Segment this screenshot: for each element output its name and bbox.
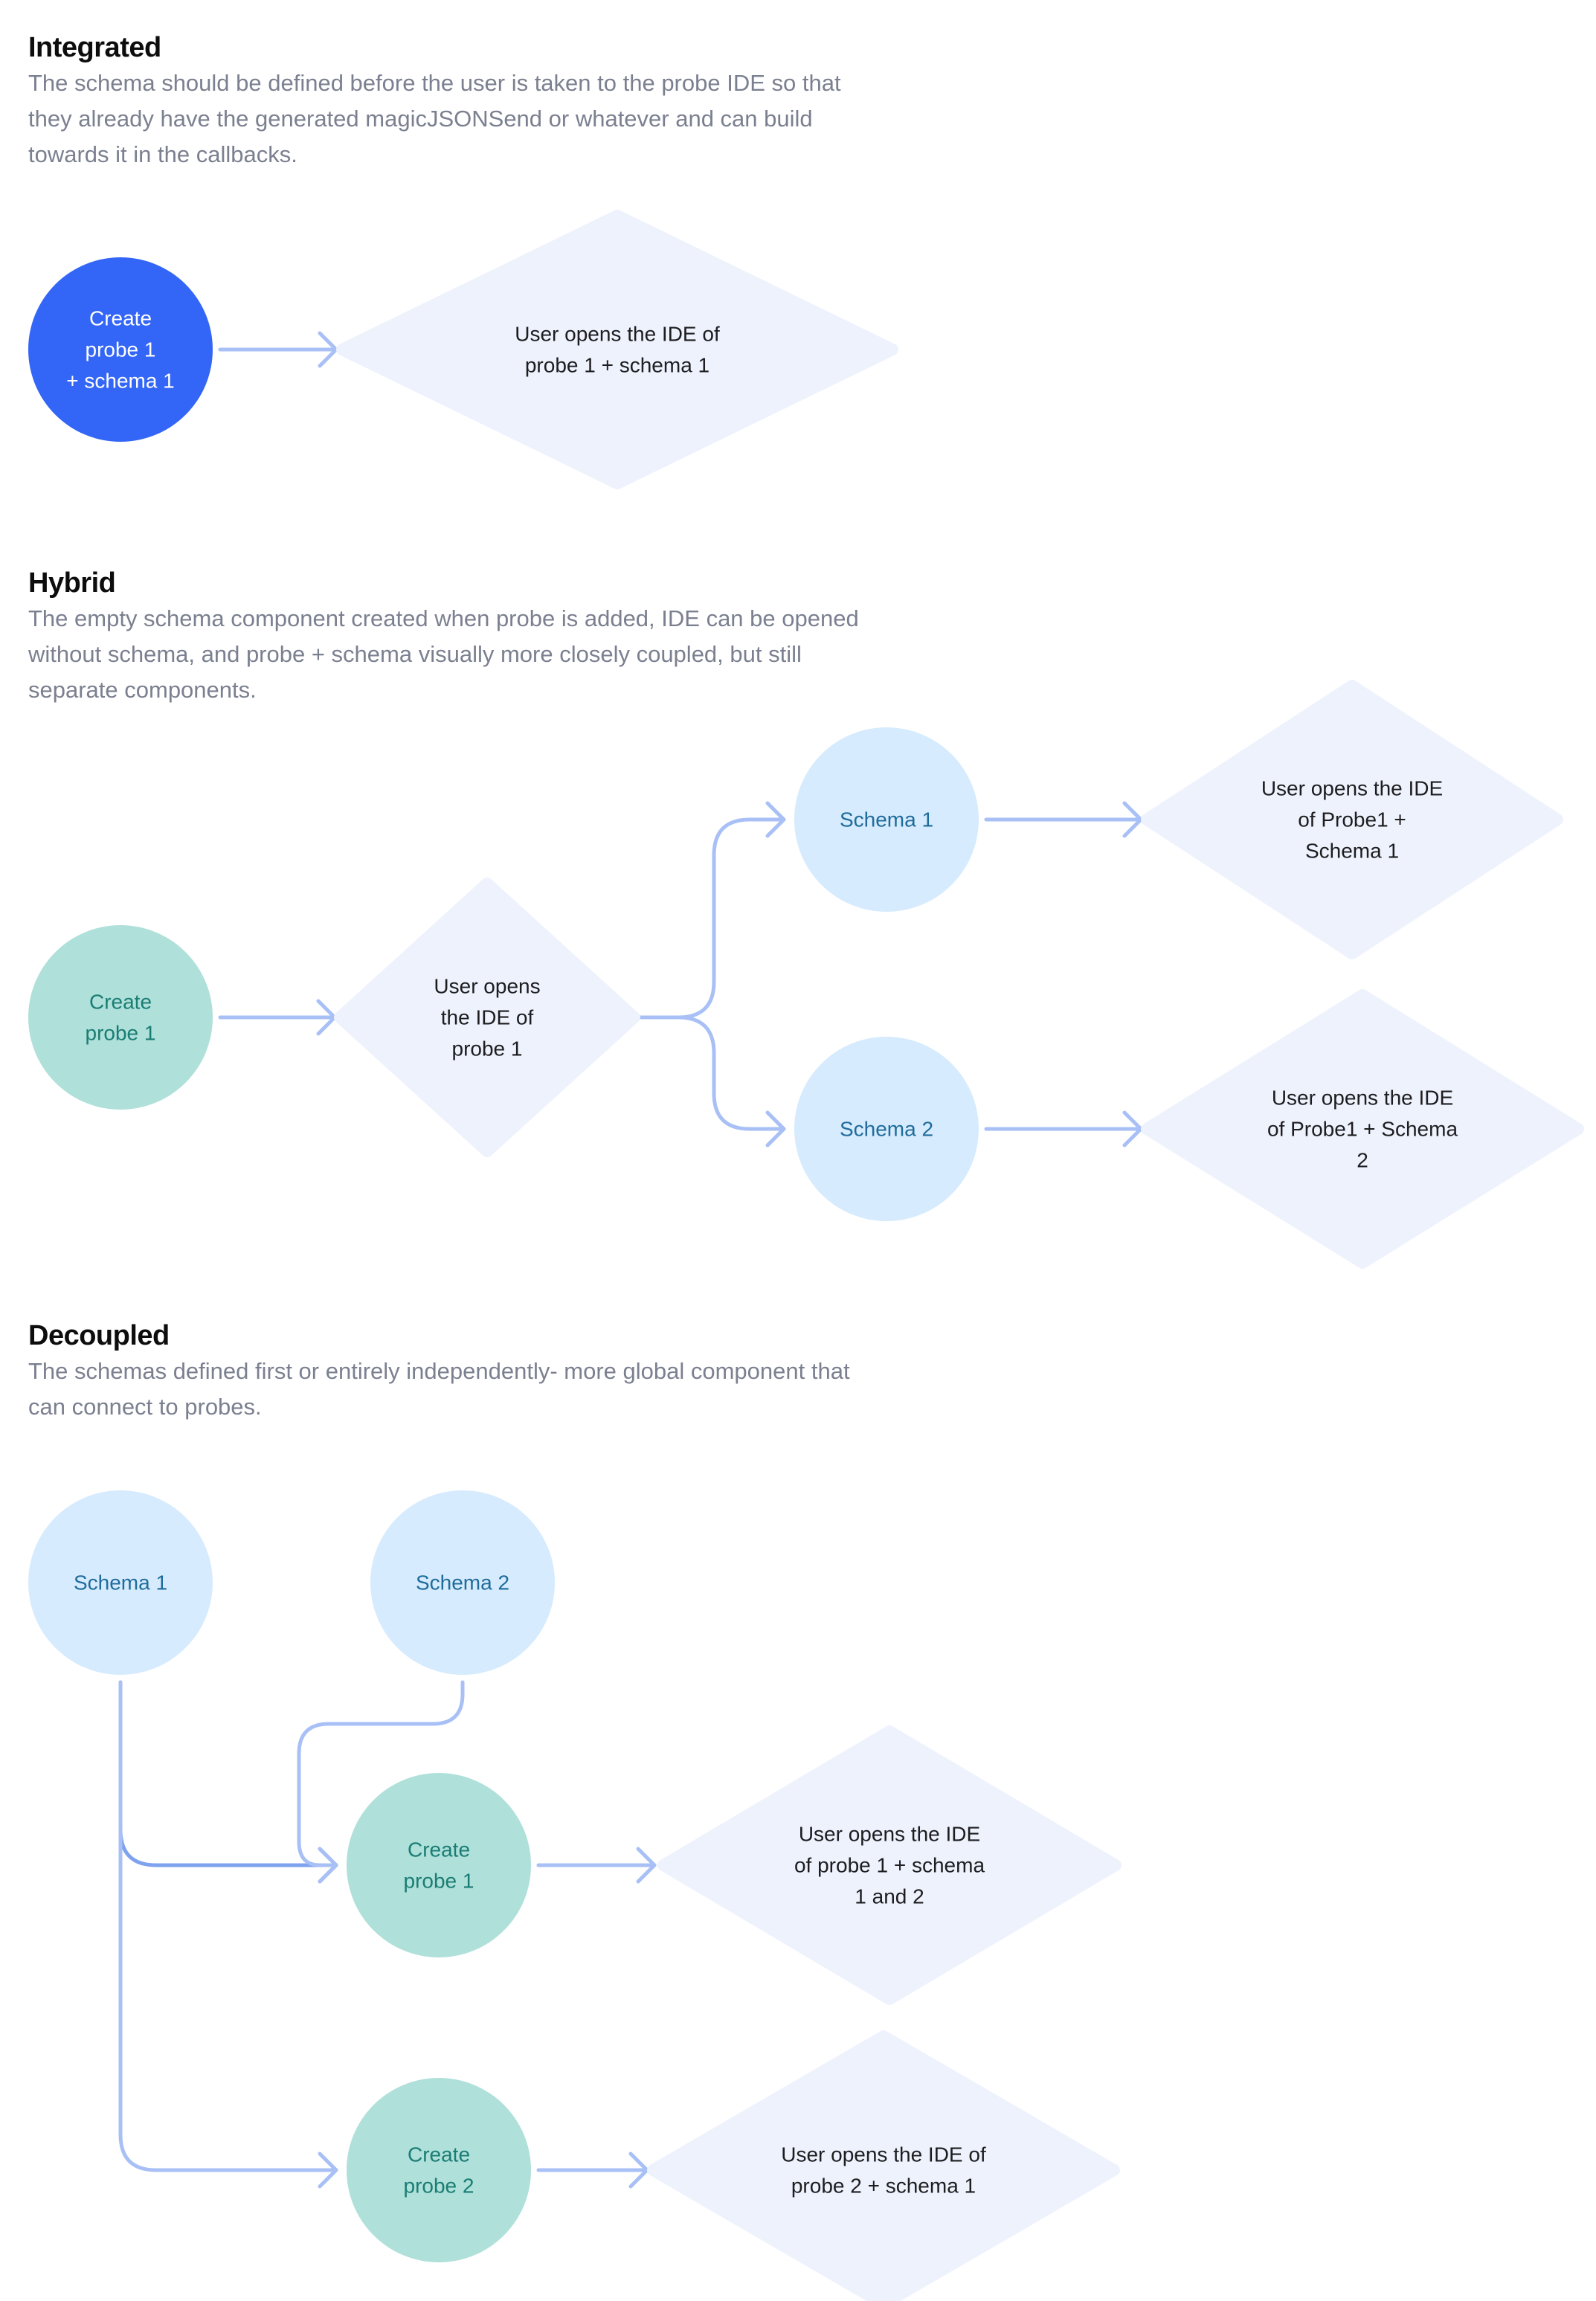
section-title-hybrid: Hybrid <box>28 567 116 599</box>
arrowhead-icon <box>636 1847 657 1884</box>
connector-line <box>118 1680 338 2172</box>
node-shape <box>347 1773 531 1957</box>
node-shape <box>370 1490 555 1675</box>
node-shape <box>1141 680 1563 959</box>
node-label-line: Schema 1 <box>74 1571 167 1594</box>
connector-line <box>637 817 786 1020</box>
dec-schema1-circle-node: Schema 1 <box>28 1490 213 1675</box>
node-label-line: probe 1 <box>86 1022 156 1045</box>
node-label-line: probe 1 <box>452 1037 523 1061</box>
arrowhead-icon <box>318 1847 338 1884</box>
node-label-line: the IDE of <box>441 1006 534 1029</box>
node-label-line: Create <box>408 1838 470 1861</box>
dec-schema2-circle-node: Schema 2 <box>370 1490 555 1675</box>
hyb-ide-diamond-node: User opens the IDE of probe 1 <box>334 878 640 1157</box>
connector-dec_probe2-to-dec_ide2 <box>536 2152 649 2189</box>
node-shape <box>334 878 640 1157</box>
node-label-line: User opens the IDE of <box>781 2143 986 2166</box>
connector-hyb_create-to-hyb_ide <box>218 999 337 1036</box>
hyb-ide-s2-diamond-node: User opens the IDE of Probe1 + Schema 2 <box>1141 989 1584 1269</box>
section-title-decoupled: Decoupled <box>28 1320 170 1351</box>
node-label-line: + schema 1 <box>66 370 175 393</box>
node-label-line: 1 and 2 <box>855 1885 924 1908</box>
node-label-line: of Probe1 + Schema <box>1267 1118 1458 1141</box>
node-label-line: Create <box>89 991 152 1014</box>
node-label-line: of Probe1 + <box>1298 808 1406 831</box>
hyb-create-circle-node: Create probe 1 <box>28 925 213 1110</box>
node-label-line: Create <box>89 307 152 330</box>
connector-hyb_schema1-to-hyb_ide_s1 <box>984 801 1143 838</box>
node-label-line: Schema 1 <box>840 808 933 831</box>
node-label-line: probe 1 + schema 1 <box>525 354 709 377</box>
dec-ide1-diamond-node: User opens the IDE of probe 1 + schema 1 a… <box>657 1725 1122 2005</box>
node-label-line: Schema 2 <box>416 1571 509 1594</box>
node-shape <box>657 1725 1122 2005</box>
connector-dec_probe1-to-dec_ide1 <box>536 1847 657 1884</box>
node-label-line: User opens <box>434 975 540 998</box>
section-description-hybrid: The empty schema component created when … <box>28 605 859 703</box>
node-label-line: User opens the IDE <box>799 1823 980 1846</box>
node-shape <box>1141 989 1584 1269</box>
node-shape <box>28 257 213 442</box>
node-label-line: User opens the IDE of <box>515 323 720 346</box>
node-shape <box>28 1490 213 1675</box>
hyb-schema2-circle-node: Schema 2 <box>794 1037 979 1221</box>
node-label-line: Create <box>408 2143 470 2166</box>
connector-dec_schema2-to-dec_probe1 <box>297 1680 465 1884</box>
dec-probe1-circle-node: Create probe 1 <box>347 1773 531 1957</box>
connector-hyb_schema2-to-hyb_ide_s2 <box>984 1110 1143 1148</box>
section-description-decoupled: The schemas defined first or entirely in… <box>28 1358 850 1420</box>
section-description-integrated: The schema should be defined before the … <box>28 70 841 167</box>
node-label-line: Schema 1 <box>1305 840 1399 863</box>
node-label-line: Schema 2 <box>840 1118 933 1141</box>
int-ide-diamond-node: User opens the IDE of probe 1 + schema 1 <box>336 210 898 489</box>
node-label-line: probe 1 <box>86 338 156 361</box>
dec-ide2-diamond-node: User opens the IDE of probe 2 + schema 1 <box>647 2030 1120 2301</box>
node-label-line: 2 <box>1357 1149 1368 1172</box>
node-label-line: probe 2 + schema 1 <box>791 2175 976 2198</box>
node-label-line: probe 2 <box>404 2175 474 2198</box>
connector-line <box>637 1015 786 1131</box>
node-shape <box>28 925 213 1110</box>
arrowhead-icon <box>765 801 786 838</box>
arrowhead-icon <box>318 2152 338 2189</box>
node-label-line: of probe 1 + schema <box>794 1854 985 1877</box>
node-shape <box>794 1037 979 1221</box>
connector-int_create-to-int_ide <box>218 331 338 368</box>
node-shape <box>794 727 979 912</box>
node-shape <box>347 2078 531 2262</box>
hyb-schema1-circle-node: Schema 1 <box>794 727 979 912</box>
connector-line <box>297 1680 465 1867</box>
dec-probe2-circle-node: Create probe 2 <box>347 2078 531 2262</box>
nodes-layer: Create probe 1 + schema 1 User opens the ID… <box>28 210 1584 2301</box>
connectors-layer <box>118 331 1143 2189</box>
node-shape <box>647 2030 1120 2301</box>
connector-dec_schema1-to-dec_probe2 <box>118 1680 338 2189</box>
connector-hyb_ide-to-hyb_schema2 <box>637 1015 786 1148</box>
int-create-circle-node: Create probe 1 + schema 1 <box>28 257 213 442</box>
node-label-line: User opens the IDE <box>1261 777 1443 800</box>
arrowhead-icon <box>765 1110 786 1148</box>
node-label-line: probe 1 <box>404 1870 474 1893</box>
section-title-integrated: Integrated <box>28 32 161 63</box>
hyb-ide-s1-diamond-node: User opens the IDE of Probe1 + Schema 1 <box>1141 680 1563 959</box>
node-label-line: User opens the IDE <box>1272 1087 1453 1110</box>
connector-hyb_ide-to-hyb_schema1 <box>637 801 786 1020</box>
node-shape <box>336 210 898 489</box>
connector-line <box>118 1680 338 1867</box>
connector-dec_schema1-to-dec_probe1 <box>118 1680 338 1884</box>
